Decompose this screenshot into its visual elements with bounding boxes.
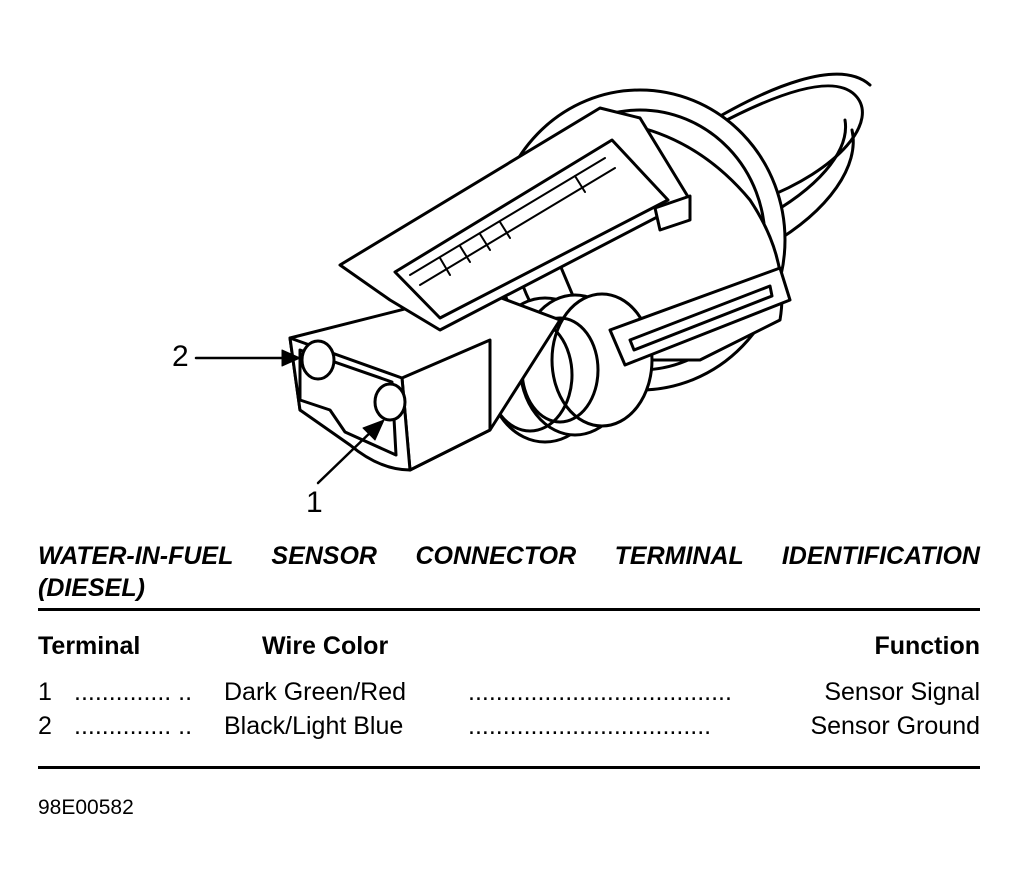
- cell-leader-dots: .............. ..: [74, 678, 193, 706]
- header-function: Function: [874, 632, 980, 660]
- cell-function: Sensor Signal: [824, 678, 980, 706]
- lock-tab: [338, 106, 692, 332]
- side-latch: [608, 266, 792, 367]
- terminal-cavities: [300, 339, 407, 422]
- divider-bottom: [38, 766, 980, 769]
- header-wire-color: Wire Color: [262, 632, 389, 660]
- cell-terminal: 1: [38, 678, 52, 706]
- table-title: WATER-IN-FUEL SENSOR CONNECTOR TERMINAL …: [38, 542, 980, 602]
- connector-illustration: [194, 72, 872, 485]
- terminal-2-cavity: [300, 339, 336, 381]
- callout-label-1: 1: [306, 486, 323, 519]
- cell-leader-dots: .............. ..: [74, 712, 193, 740]
- cell-wire-color: Black/Light Blue: [224, 712, 404, 740]
- table-header-row: Terminal Wire Color Function: [38, 632, 980, 664]
- header-terminal: Terminal: [38, 632, 141, 660]
- cell-leader-dots: ......................................: [468, 678, 732, 706]
- table-row: 1 .............. .. Dark Green/Red .....…: [38, 678, 980, 712]
- cell-wire-color: Dark Green/Red: [224, 678, 407, 706]
- leader-lines: [194, 349, 385, 485]
- cell-leader-dots: ...................................: [468, 712, 712, 740]
- terminal-1-cavity: [373, 382, 407, 422]
- cell-function: Sensor Ground: [810, 712, 980, 740]
- callout-label-2: 2: [172, 340, 189, 373]
- arrowhead-2-icon: [281, 349, 301, 367]
- table-row: 2 .............. .. Black/Light Blue ...…: [38, 712, 980, 746]
- figure-code: 98E00582: [38, 796, 134, 819]
- connector-body: [288, 288, 562, 472]
- divider-top: [38, 608, 980, 611]
- ribbed-boot: [485, 292, 654, 444]
- arrowhead-1-icon: [362, 419, 385, 441]
- cell-terminal: 2: [38, 712, 52, 740]
